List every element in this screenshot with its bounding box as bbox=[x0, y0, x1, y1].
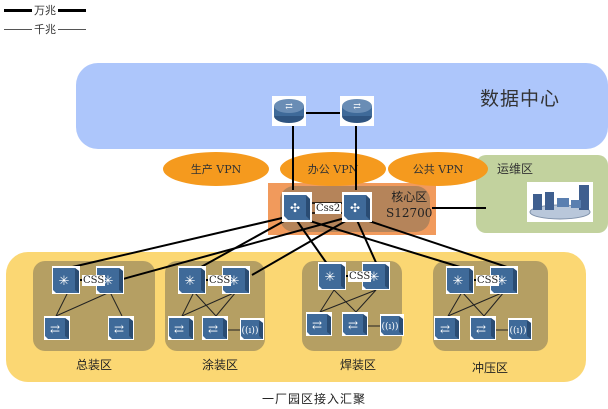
svg-text:⇄: ⇄ bbox=[50, 322, 60, 336]
access-switch-icon[interactable]: ⇄ bbox=[306, 312, 332, 336]
agg-switch-icon[interactable]: ✳ bbox=[52, 266, 80, 294]
access-switch-icon[interactable]: ⇄ bbox=[108, 316, 134, 340]
vpn-office-label: 办公 VPN bbox=[307, 163, 359, 176]
link-core-stamping-1 bbox=[299, 217, 461, 268]
svg-text:⇄: ⇄ bbox=[114, 322, 124, 336]
vpn-public: 公共 VPN bbox=[388, 152, 488, 186]
legend-thick-line bbox=[4, 8, 32, 12]
svg-text:✳: ✳ bbox=[229, 274, 240, 289]
svg-text:✣: ✣ bbox=[290, 201, 300, 215]
area-assembly-label: 总装区 bbox=[76, 358, 113, 372]
vpn-office: 办公 VPN bbox=[280, 152, 386, 186]
svg-text:⇄: ⇄ bbox=[285, 102, 293, 112]
svg-text:((ı)): ((ı)) bbox=[242, 325, 259, 336]
core-stack-label: Css2 bbox=[315, 203, 342, 214]
legend-1g-label: 千兆 bbox=[34, 23, 56, 36]
svg-text:⇄: ⇄ bbox=[348, 318, 358, 332]
svg-text:✳: ✳ bbox=[369, 270, 380, 285]
svg-text:✳: ✳ bbox=[59, 274, 70, 289]
svg-text:✣: ✣ bbox=[350, 201, 360, 215]
svg-text:✳: ✳ bbox=[497, 274, 508, 289]
data-center-title: 数据中心 bbox=[479, 88, 560, 110]
svg-text:⇄: ⇄ bbox=[353, 102, 361, 112]
css-stack-label: CSS bbox=[476, 275, 500, 286]
server-cluster-icon[interactable] bbox=[527, 182, 593, 222]
svg-text:✳: ✳ bbox=[325, 270, 336, 285]
access-switch-icon[interactable]: ⇄ bbox=[342, 312, 368, 336]
link-core-painting-2 bbox=[251, 214, 357, 276]
vpn-production: 生产 VPN bbox=[163, 152, 269, 186]
access-switch-icon[interactable]: ⇄ bbox=[44, 316, 70, 340]
diagram-caption: 一厂园区接入汇聚 bbox=[262, 392, 367, 406]
dc-router-1-icon[interactable]: ⇄ bbox=[272, 96, 306, 126]
legend-10g-label: 万兆 bbox=[34, 4, 56, 17]
svg-text:✳: ✳ bbox=[103, 274, 114, 289]
link-core-painting-1 bbox=[191, 214, 296, 273]
link-core-assembly-1 bbox=[67, 214, 296, 269]
core-zone-label: 核心区 S12700 bbox=[386, 189, 432, 221]
wireless-ap-icon[interactable]: ((ı)) bbox=[508, 318, 532, 340]
access-switch-icon[interactable]: ⇄ bbox=[470, 316, 496, 340]
area-stamping-label: 冲压区 bbox=[472, 361, 509, 375]
svg-text:⇄: ⇄ bbox=[208, 322, 218, 336]
css-stack-label: CSS bbox=[348, 271, 372, 282]
link-core-stamping-2 bbox=[359, 217, 511, 269]
access-switch-icon[interactable]: ⇄ bbox=[168, 316, 194, 340]
link-core-welding-2 bbox=[355, 217, 379, 268]
legend-1g: 千兆 bbox=[4, 21, 86, 37]
core-switch-2-icon[interactable]: ✣ bbox=[342, 192, 372, 222]
legend-thick-line bbox=[58, 8, 86, 12]
link-core-welding-1 bbox=[294, 217, 331, 269]
area-painting-label: 涂装区 bbox=[202, 358, 239, 372]
agg-switch-icon[interactable]: ✳ bbox=[222, 266, 250, 294]
svg-text:⇄: ⇄ bbox=[476, 322, 486, 336]
legend-10g: 万兆 bbox=[4, 2, 86, 18]
wireless-ap-icon[interactable]: ((ı)) bbox=[240, 318, 264, 340]
svg-text:✳: ✳ bbox=[453, 274, 464, 289]
svg-text:((ı)): ((ı)) bbox=[510, 325, 527, 336]
access-switch-icon[interactable]: ⇄ bbox=[434, 316, 460, 340]
vpn-public-label: 公共 VPN bbox=[412, 163, 464, 176]
legend-thin-line bbox=[58, 28, 86, 30]
svg-text:⇄: ⇄ bbox=[312, 318, 322, 332]
core-switch-1-icon[interactable]: ✣ bbox=[282, 192, 312, 222]
ops-zone-label: 运维区 bbox=[497, 162, 534, 176]
legend-thin-line bbox=[4, 28, 32, 30]
svg-text:((ı)): ((ı)) bbox=[382, 321, 399, 332]
css-stack-label: CSS bbox=[82, 275, 106, 286]
dc-router-2-icon[interactable]: ⇄ bbox=[340, 96, 374, 126]
svg-text:⇄: ⇄ bbox=[440, 322, 450, 336]
core-zone-name: 核心区 bbox=[391, 190, 428, 204]
core-model: S12700 bbox=[386, 206, 433, 220]
agg-switch-icon[interactable]: ✳ bbox=[178, 266, 206, 294]
area-welding-label: 焊装区 bbox=[340, 358, 377, 372]
access-switch-icon[interactable]: ⇄ bbox=[202, 316, 228, 340]
agg-switch-icon[interactable]: ✳ bbox=[318, 262, 346, 290]
vpn-production-label: 生产 VPN bbox=[190, 163, 242, 176]
agg-switch-icon[interactable]: ✳ bbox=[490, 266, 518, 294]
svg-text:✳: ✳ bbox=[185, 274, 196, 289]
css-stack-label: CSS bbox=[208, 275, 232, 286]
svg-text:⇄: ⇄ bbox=[174, 322, 184, 336]
agg-switch-icon[interactable]: ✳ bbox=[446, 266, 474, 294]
wireless-ap-icon[interactable]: ((ı)) bbox=[380, 314, 404, 336]
